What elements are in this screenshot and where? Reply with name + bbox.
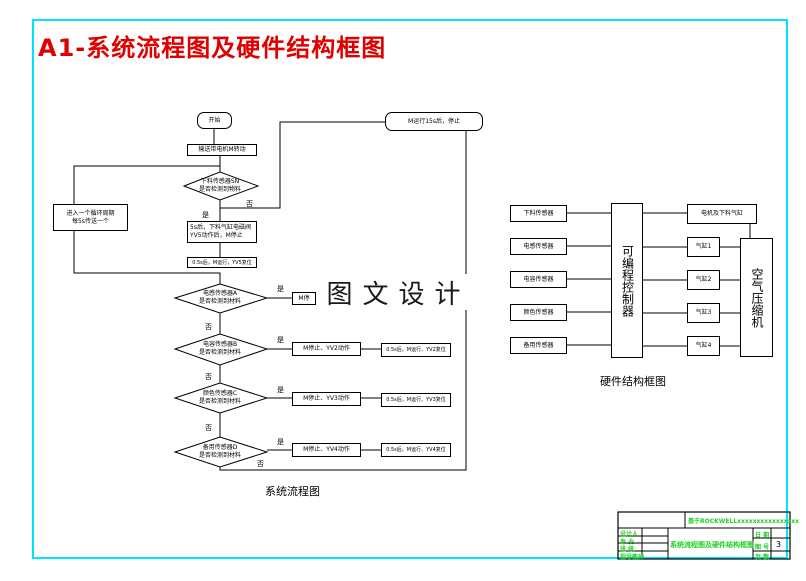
label-major: 专 业 <box>620 539 635 546</box>
check-c-action: M停止、YV3动作 <box>292 392 361 406</box>
feed-check-text: 下料传感器SN 是否检测到物料 <box>198 178 241 193</box>
check-c-text: 颜色传感器C 是否检测到材料 <box>198 390 241 405</box>
no-label: 否 <box>257 460 264 468</box>
check-b-reset: 0.5s后，M运行、YV2复位 <box>381 343 451 357</box>
no-label: 否 <box>205 424 212 432</box>
yes-label: 是 <box>202 211 209 219</box>
diamond-feed <box>182 171 260 201</box>
output-cylinder-3: 气缸3 <box>687 303 720 323</box>
plc-box: 可编程控制器 <box>611 203 643 358</box>
label-class: 班 级 <box>620 546 635 553</box>
output-motor: 电机及下料气缸 <box>687 204 757 224</box>
yes-label: 是 <box>277 438 284 446</box>
label-designer: 设计人 <box>620 531 639 538</box>
label-date: 日 期 <box>755 532 770 539</box>
label-pages: 页 数 <box>755 554 770 561</box>
project-name: 基于ROCKWELLxxxxxxxxxxxxxxxx <box>688 516 799 525</box>
check-d-reset: 0.5s后，M运行、YV4复位 <box>381 443 451 457</box>
start-node: 开始 <box>197 112 232 129</box>
feed-action-box: 5s后，下料气缸电磁阀YV5动作后，M停止 <box>187 221 257 243</box>
line <box>73 230 221 284</box>
check-d-action: M停止、YV4动作 <box>292 443 361 457</box>
sheet-number: 3 <box>776 540 782 549</box>
no-label: 否 <box>205 373 212 381</box>
sensor-color: 颜色传感器 <box>510 304 567 321</box>
feed-reset-box: 0.5s后，M运行，YV5复位 <box>187 257 257 268</box>
check-c-reset: 0.5s后，M运行、YV3复位 <box>381 393 451 407</box>
hardware-caption: 硬件结构框图 <box>600 375 666 388</box>
page-title: A1-系统流程图及硬件结构框图 <box>38 34 387 62</box>
output-cylinder-2: 气缸2 <box>687 270 720 290</box>
watermark: 图文设计 <box>316 274 481 310</box>
compressor-box: 空气压缩机 <box>740 238 773 357</box>
check-d-text: 备用传感器D 是否检测到材料 <box>198 444 241 459</box>
loop-box: 进入一个循环周期 每5s传送一个 <box>53 204 128 231</box>
check-b-action: M停止、YV2动作 <box>292 342 361 356</box>
label-drawing-no: 图 号 <box>755 544 770 551</box>
label-advisor: 指导教师 <box>620 554 645 561</box>
line <box>73 165 220 204</box>
project-name-rest: xxxxxxxxxxxxxxxx <box>737 518 800 525</box>
yes-label: 是 <box>277 336 284 344</box>
check-a-action: M停 <box>292 292 316 305</box>
output-cylinder-1: 气缸1 <box>687 237 720 257</box>
drawing-name: 系统流程图及硬件结构框图 <box>670 541 754 549</box>
sheet-frame <box>32 19 788 559</box>
yes-label: 是 <box>277 285 284 293</box>
output-cylinder-4: 气缸4 <box>687 336 720 356</box>
conveyor-box: 输送带电机M转动 <box>187 144 257 156</box>
check-b-text: 电容传感器B 是否检测到材料 <box>198 341 241 356</box>
project-name-text: 基于ROCKWELL <box>688 518 738 525</box>
sensor-spare: 备用传感器 <box>510 337 567 354</box>
sensor-capacitive: 电容传感器 <box>510 271 567 288</box>
yes-label: 是 <box>277 386 284 394</box>
check-a-text: 电感传感器A 是否检测到材料 <box>198 290 241 305</box>
sensor-inductive: 电感传感器 <box>510 238 567 255</box>
diamond-d <box>173 436 269 468</box>
no-label: 否 <box>246 200 253 208</box>
stop-node: M运行15s后，停止 <box>385 112 483 131</box>
line <box>220 121 385 209</box>
sensor-feed: 下料传感器 <box>510 205 567 222</box>
flowchart-caption: 系统流程图 <box>265 485 320 498</box>
no-label: 否 <box>205 323 212 331</box>
